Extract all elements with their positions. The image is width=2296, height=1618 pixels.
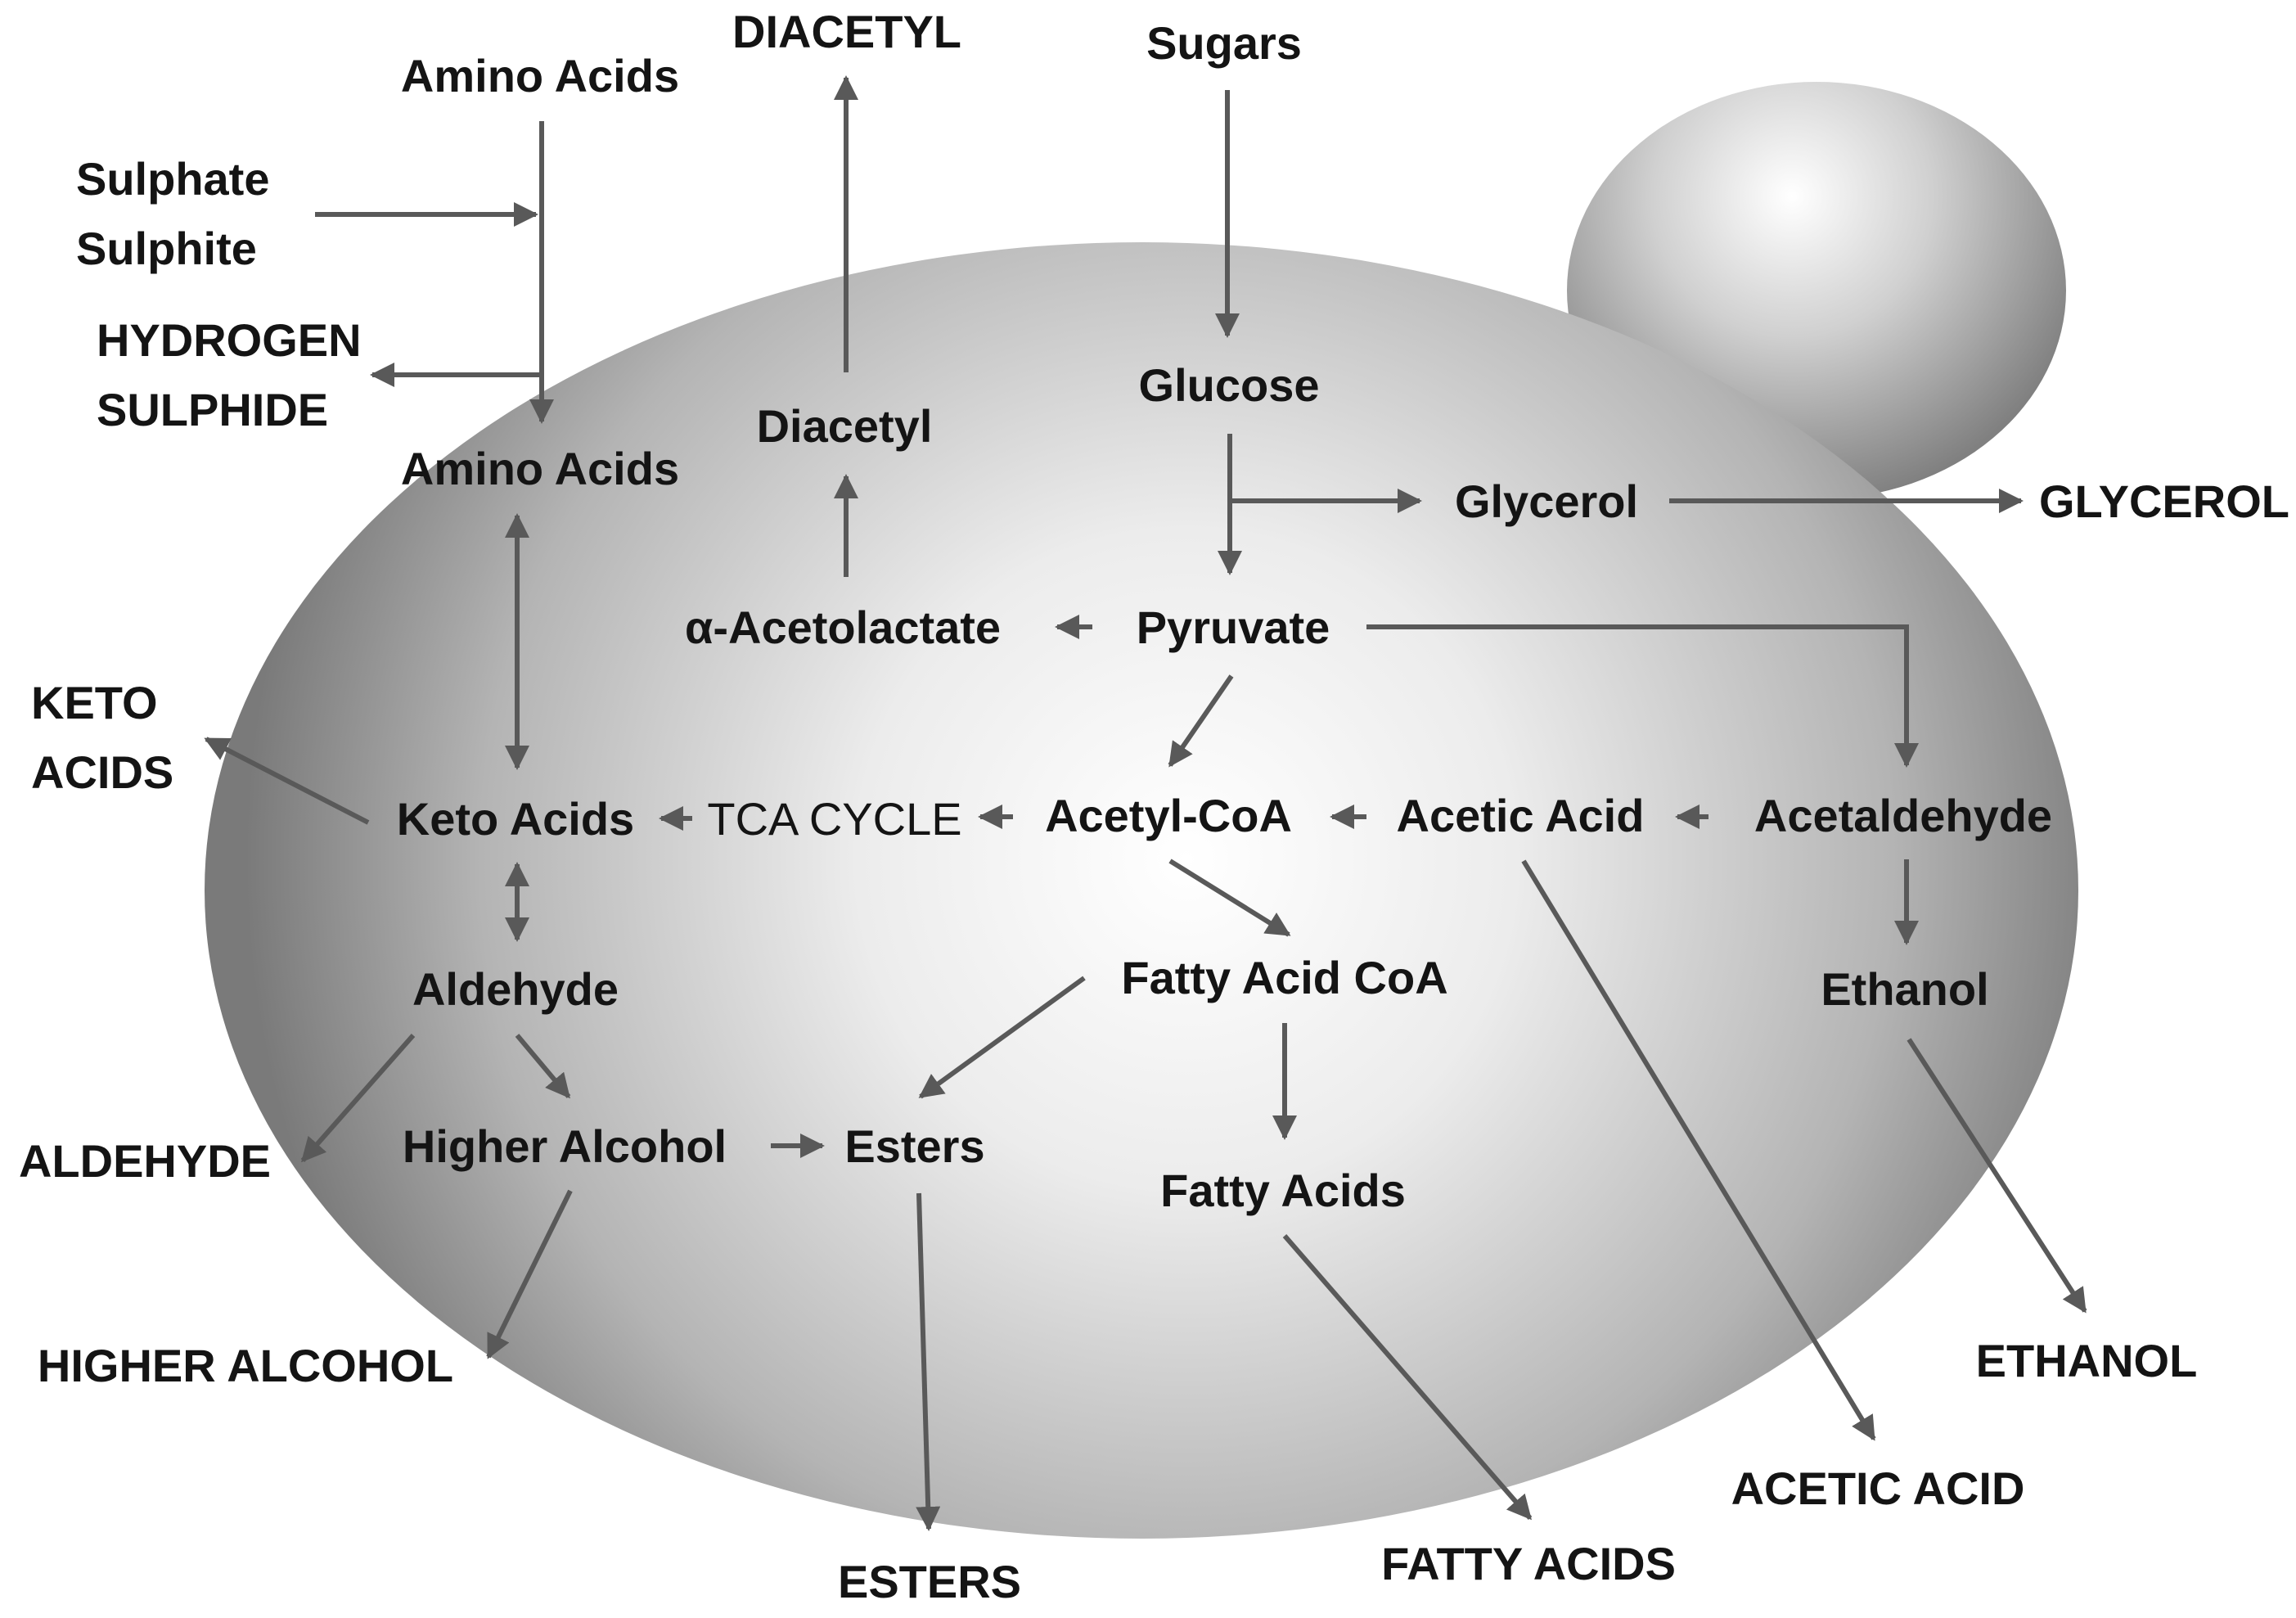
label-esters-external: ESTERS [838,1556,1021,1607]
label-acetolactate: α-Acetolactate [685,602,1001,653]
label-keto: KETO [31,677,158,728]
arrow-esters-export [916,1192,941,1531]
label-acids: ACIDS [31,746,173,798]
arrows [204,75,2087,1531]
label-sulphite: Sulphite [76,223,257,274]
arrow-acetic-acid-export [1521,859,1876,1441]
label-acetic-acid-internal: Acetic Acid [1397,790,1645,841]
label-ethanol-external: ETHANOL [1976,1335,2198,1386]
label-sulphide: SULPHIDE [97,384,328,435]
label-diacetyl-external: DIACETYL [732,6,961,57]
arrow-higher-alcohol-export [486,1189,573,1359]
label-aldehyde-external: ALDEHYDE [19,1135,271,1187]
label-aldehyde-internal: Aldehyde [412,963,619,1015]
label-pyruvate: Pyruvate [1137,602,1330,653]
label-acetyl-coa: Acetyl-CoA [1045,790,1292,841]
arrow-acetyl-coa-fatty-acid-coa [1168,859,1291,937]
label-amino-acids-external: Amino Acids [401,50,679,101]
arrow-aldehyde-higher-alcohol [515,1034,571,1099]
label-fatty-acids-internal: Fatty Acids [1160,1165,1406,1216]
label-diacetyl-internal: Diacetyl [757,400,933,452]
label-ethanol-internal: Ethanol [1821,963,1988,1015]
label-fatty-acids-external: FATTY ACIDS [1381,1538,1676,1589]
arrow-aldehyde-export [300,1034,416,1163]
label-glucose: Glucose [1139,359,1320,411]
label-fatty-acid-coa: Fatty Acid CoA [1121,952,1447,1003]
arrow-fatty-acid-coa-esters [918,976,1086,1099]
label-tca-cycle: TCA CYCLE [707,793,961,845]
labels: Sugars Glucose Glycerol GLYCEROL Pyruvat… [19,6,2289,1607]
label-higher-alcohol-internal: Higher Alcohol [403,1120,727,1172]
label-amino-acids-internal: Amino Acids [401,443,679,494]
label-glycerol-external: GLYCEROL [2039,475,2289,527]
label-sulphate: Sulphate [76,153,269,205]
label-keto-acids-internal: Keto Acids [397,793,634,845]
arrow-pyruvate-acetyl-coa [1168,674,1234,768]
arrow-keto-acids-export [204,737,370,825]
label-hydrogen: HYDROGEN [97,314,362,366]
arrow-fatty-acids-export [1282,1234,1533,1521]
mother-cell [205,242,2078,1539]
label-acetaldehyde: Acetaldehyde [1754,790,2052,841]
label-sugars: Sugars [1146,17,1302,69]
label-glycerol-internal: Glycerol [1455,475,1638,527]
label-higher-alcohol-external: HIGHER ALCOHOL [38,1340,453,1391]
label-esters-internal: Esters [844,1120,984,1172]
arrow-ethanol-export [1907,1038,2087,1314]
arrow-pyruvate-acetaldehyde [1366,624,1919,768]
label-acetic-acid-external: ACETIC ACID [1731,1463,2025,1514]
